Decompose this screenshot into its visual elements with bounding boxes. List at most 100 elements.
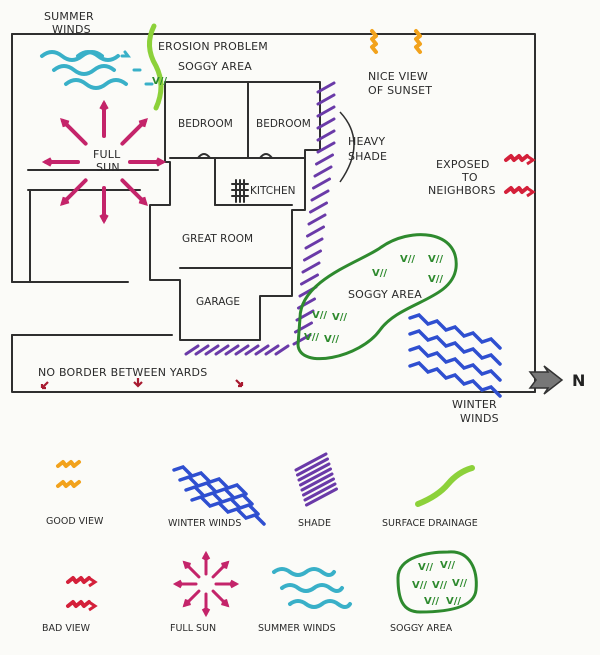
room-label-bedroom-right: BEDROOM bbox=[256, 118, 311, 130]
sun-ray-head bbox=[41, 157, 53, 167]
soggy-mark: V// bbox=[418, 562, 433, 573]
shade-hatch-stroke bbox=[204, 344, 220, 356]
legend-full-sun-label: FULL SUN bbox=[170, 623, 216, 634]
legend-full-sun-icon bbox=[172, 550, 240, 618]
summer-winds-label-2: WINDS bbox=[52, 23, 91, 36]
room-label-garage: GARAGE bbox=[196, 296, 240, 308]
summer-winds-label-1: SUMMER bbox=[44, 10, 94, 23]
soggy-mark: V// bbox=[452, 578, 467, 589]
sun-ray-head bbox=[99, 99, 109, 111]
sun-ray-head bbox=[60, 118, 70, 128]
shade-hatch-stroke bbox=[254, 344, 270, 356]
summer-winds-symbol bbox=[40, 50, 154, 90]
legend-good-view-label: GOOD VIEW bbox=[46, 516, 104, 527]
soggy-mark: V// bbox=[412, 580, 427, 591]
legend-winter-winds-icon bbox=[172, 464, 266, 526]
shade-hatch-stroke bbox=[297, 462, 331, 482]
legend: GOOD VIEW WINTER WINDS SHADE SURFACE DRA… bbox=[42, 452, 478, 634]
shade-hatch-stroke bbox=[264, 344, 280, 356]
heavy-shade-label-1: HEAVY bbox=[348, 135, 385, 148]
legend-good-view-icon bbox=[56, 460, 81, 488]
shade-hatch-stroke bbox=[309, 201, 328, 214]
legend-summer-winds-icon bbox=[272, 567, 352, 609]
sun-ray-head bbox=[201, 608, 211, 618]
legend-bad-view-label: BAD VIEW bbox=[42, 623, 91, 634]
sun-ray-head bbox=[182, 560, 191, 569]
sun-ray-head bbox=[201, 550, 211, 560]
sun-ray bbox=[211, 589, 229, 607]
shade-hatch-stroke bbox=[316, 93, 336, 106]
shade-hatch-stroke bbox=[316, 141, 336, 154]
legend-shade-icon bbox=[294, 452, 338, 507]
winter-winds-symbol-site bbox=[408, 312, 502, 398]
full-sun-label-1: FULL bbox=[93, 148, 121, 161]
shade-hatch-stroke bbox=[194, 344, 210, 356]
soggy-mark: V// bbox=[432, 580, 447, 591]
svg-text:V//: V// bbox=[332, 312, 347, 323]
shade-hatch-stroke bbox=[313, 165, 333, 178]
sun-ray-head bbox=[221, 599, 230, 608]
shade-hatch-stroke bbox=[296, 457, 329, 477]
legend-winter-winds-label: WINTER WINDS bbox=[168, 518, 241, 529]
shade-hatch-stroke bbox=[304, 237, 324, 250]
shade-hatch-stroke bbox=[315, 153, 334, 166]
winter-wind-stroke bbox=[408, 360, 502, 398]
shade-hatch-stroke bbox=[303, 249, 322, 262]
svg-text:V//: V// bbox=[372, 268, 387, 279]
sun-ray bbox=[60, 178, 88, 206]
sun-ray-head bbox=[221, 560, 230, 569]
erosion-drainage-line bbox=[147, 23, 164, 111]
shade-hatch-stroke bbox=[305, 487, 338, 507]
sun-ray-head bbox=[182, 599, 191, 608]
svg-text:V//: V// bbox=[324, 334, 339, 345]
shade-hatch-stroke bbox=[300, 472, 334, 492]
shade-hatch-stroke bbox=[303, 482, 337, 502]
heavy-shade-label-2: SHADE bbox=[348, 150, 387, 163]
legend-soggy-area-label: SOGGY AREA bbox=[390, 623, 453, 634]
shade-hatch-stroke bbox=[312, 177, 331, 190]
shade-hatch-stroke bbox=[274, 344, 290, 356]
property-lines bbox=[11, 33, 536, 393]
full-sun-rays bbox=[41, 99, 167, 225]
no-border-label: NO BORDER BETWEEN YARDS bbox=[38, 366, 207, 379]
shade-hatch-stroke bbox=[301, 261, 321, 274]
sun-ray-head bbox=[138, 196, 148, 206]
svg-text:V//: V// bbox=[312, 310, 327, 321]
exposed-label-3: NEIGHBORS bbox=[428, 184, 496, 197]
sun-ray bbox=[60, 118, 88, 146]
soggy-mark: V// bbox=[424, 596, 439, 607]
no-border-arrows bbox=[40, 378, 244, 390]
sun-ray-head bbox=[138, 118, 148, 128]
sun-ray-head bbox=[172, 579, 182, 589]
shade-hatch-stroke bbox=[224, 344, 240, 356]
legend-surface-drainage-label: SURFACE DRAINAGE bbox=[382, 518, 478, 529]
winter-wind-stroke bbox=[172, 464, 248, 496]
legend-soggy-area-icon bbox=[396, 550, 478, 614]
nice-view-label-2: OF SUNSET bbox=[368, 84, 432, 97]
shade-hatch-stroke bbox=[306, 225, 325, 238]
room-label-bedroom-left: BEDROOM bbox=[178, 118, 233, 130]
north-label: N bbox=[572, 371, 585, 390]
legend-surface-drainage-icon bbox=[415, 465, 475, 507]
nice-view-label-1: NICE VIEW bbox=[368, 70, 428, 83]
winter-winds-label-1: WINTER bbox=[452, 398, 497, 411]
sun-ray bbox=[183, 589, 201, 607]
shade-hatch-stroke bbox=[300, 273, 319, 286]
sun-ray bbox=[120, 118, 148, 146]
shade-hatch-stroke bbox=[292, 333, 312, 346]
erosion-problem-label: EROSION PROBLEM bbox=[158, 40, 268, 53]
sun-ray-head bbox=[60, 196, 70, 206]
svg-text:V//: V// bbox=[428, 274, 443, 285]
sun-ray bbox=[183, 561, 201, 579]
winter-wind-stroke bbox=[184, 484, 260, 516]
bad-view-symbol-site bbox=[504, 154, 536, 198]
full-sun-label-2: SUN bbox=[96, 161, 120, 174]
shade-hatch-stroke bbox=[234, 344, 250, 356]
soggy-mark-top: V// bbox=[152, 76, 167, 87]
soggy-mark: V// bbox=[446, 596, 461, 607]
north-arrow-icon bbox=[528, 365, 564, 395]
exposed-label-1: EXPOSED bbox=[436, 158, 490, 171]
shade-hatch-stroke bbox=[302, 477, 335, 497]
legend-shade-label: SHADE bbox=[298, 518, 331, 529]
